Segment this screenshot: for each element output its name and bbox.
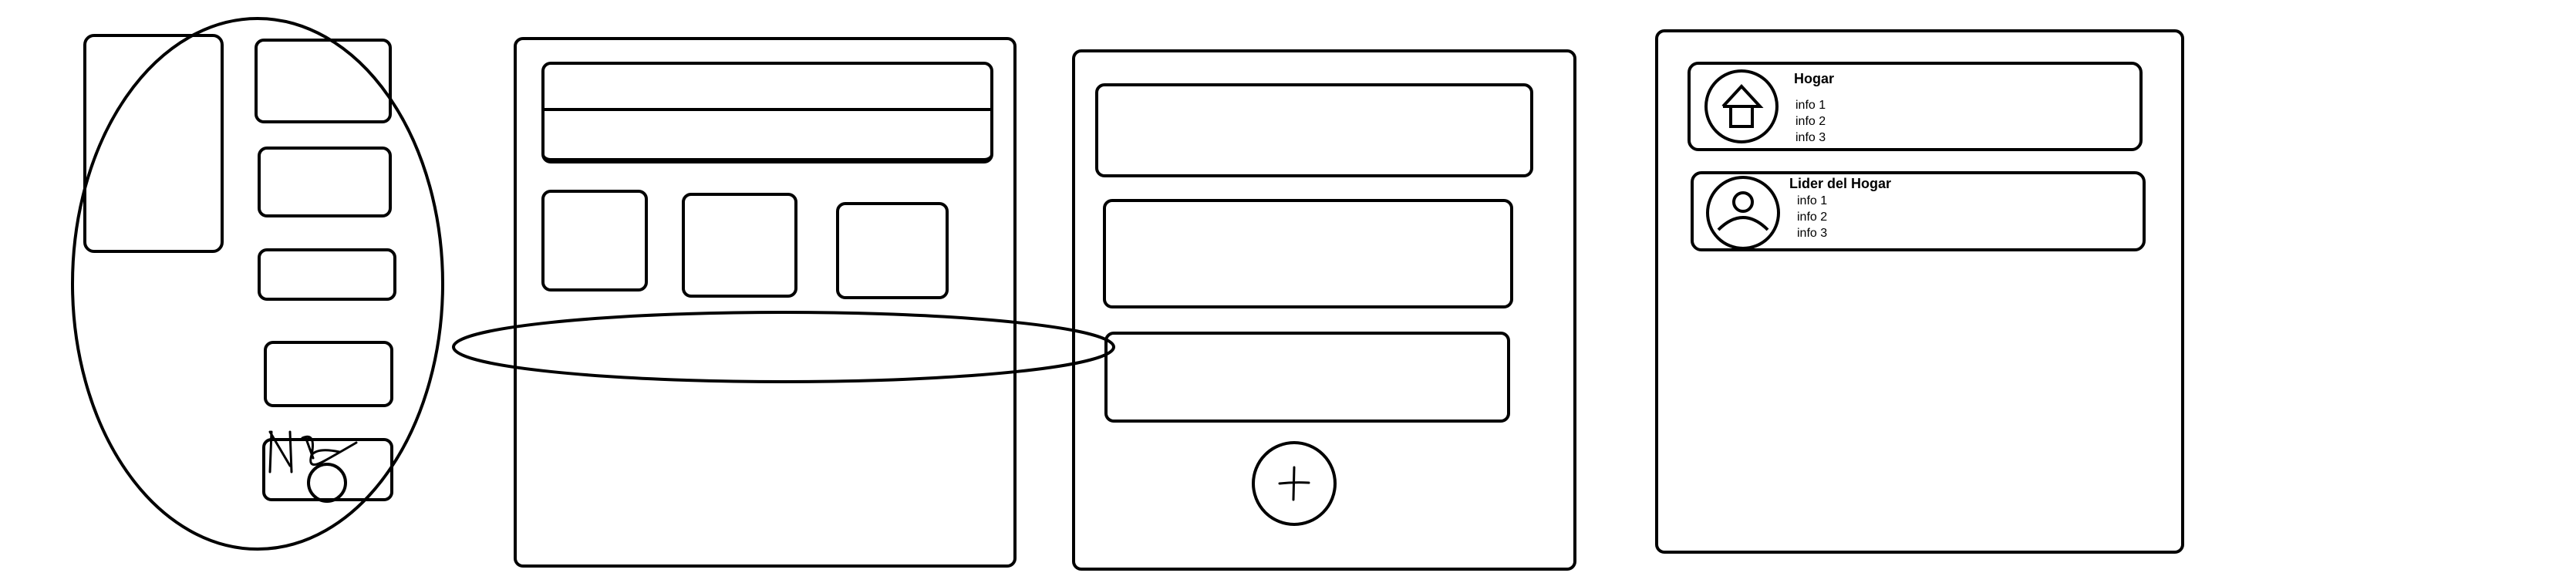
card-hogar[interactable]: Hogar info 1 info 2 info 3 <box>1688 62 2143 151</box>
panel-2-frame <box>514 37 1017 568</box>
panel-1-button-3[interactable] <box>258 248 396 301</box>
panel-2-tile-3[interactable] <box>836 202 949 299</box>
panel-3-card-1[interactable] <box>1095 83 1533 177</box>
card-lider-del-hogar[interactable]: Lider del Hogar info 1 info 2 info 3 <box>1691 171 2146 251</box>
panel-1-button-1[interactable] <box>255 39 392 123</box>
card-lider-info-1: info 1 <box>1797 194 1828 207</box>
panel-1-large-block <box>83 34 224 253</box>
add-button[interactable] <box>1252 441 1337 526</box>
house-icon <box>1721 84 1764 128</box>
card-hogar-title: Hogar <box>1794 71 1835 86</box>
panel-2-tile-2[interactable] <box>682 193 797 298</box>
card-lider-avatar <box>1706 176 1780 250</box>
plus-icon <box>1278 466 1310 501</box>
panel-3-card-2[interactable] <box>1103 199 1513 308</box>
panel-1-button-5[interactable] <box>262 438 393 501</box>
panel-4-frame <box>1655 29 2184 554</box>
panel-3-frame <box>1072 49 1576 571</box>
card-lider-title: Lider del Hogar <box>1789 176 1892 191</box>
card-hogar-info-2: info 2 <box>1795 115 1826 128</box>
panel-2-header-divider <box>543 108 992 111</box>
panel-2-tile-1[interactable] <box>541 190 648 292</box>
card-hogar-avatar <box>1704 69 1779 143</box>
panel-3-card-3[interactable] <box>1104 332 1510 423</box>
card-hogar-info-3: info 3 <box>1795 131 1826 144</box>
card-lider-info-3: info 3 <box>1797 227 1828 240</box>
panel-1-button-4[interactable] <box>264 341 393 407</box>
panel-2-header-bar <box>541 62 993 163</box>
panel-1-button-2[interactable] <box>258 147 392 217</box>
card-lider-info-2: info 2 <box>1797 211 1828 224</box>
person-icon <box>1717 191 1769 231</box>
card-hogar-info-1: info 1 <box>1795 99 1826 112</box>
